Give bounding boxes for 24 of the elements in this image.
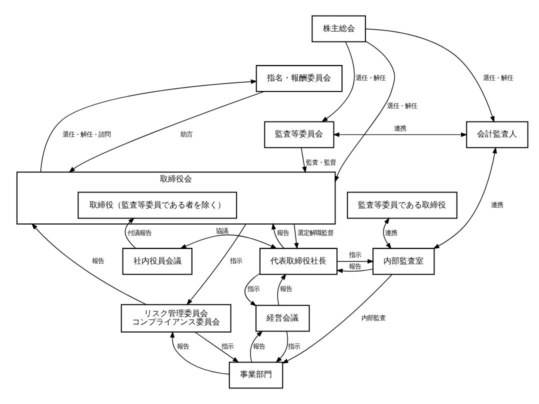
arrow	[194, 332, 240, 363]
arrow	[365, 28, 494, 123]
arrow	[336, 268, 374, 274]
arrow	[170, 331, 230, 375]
arrow	[272, 222, 284, 249]
arrow	[68, 91, 264, 173]
arrow	[276, 330, 288, 363]
arrow	[294, 224, 299, 250]
arrow	[432, 146, 497, 249]
arrow	[180, 234, 278, 249]
arrow	[332, 132, 468, 137]
arrow	[321, 42, 355, 122]
arrow	[244, 273, 260, 306]
arrow	[124, 218, 136, 249]
arrow	[250, 330, 263, 363]
arrow	[282, 274, 392, 364]
arrow	[383, 218, 392, 250]
arrow	[31, 223, 147, 305]
arrow	[334, 40, 395, 182]
arrow	[40, 79, 258, 172]
arrow	[277, 274, 286, 306]
arrow	[336, 259, 374, 264]
arrow	[300, 147, 307, 174]
arrow	[186, 224, 246, 306]
